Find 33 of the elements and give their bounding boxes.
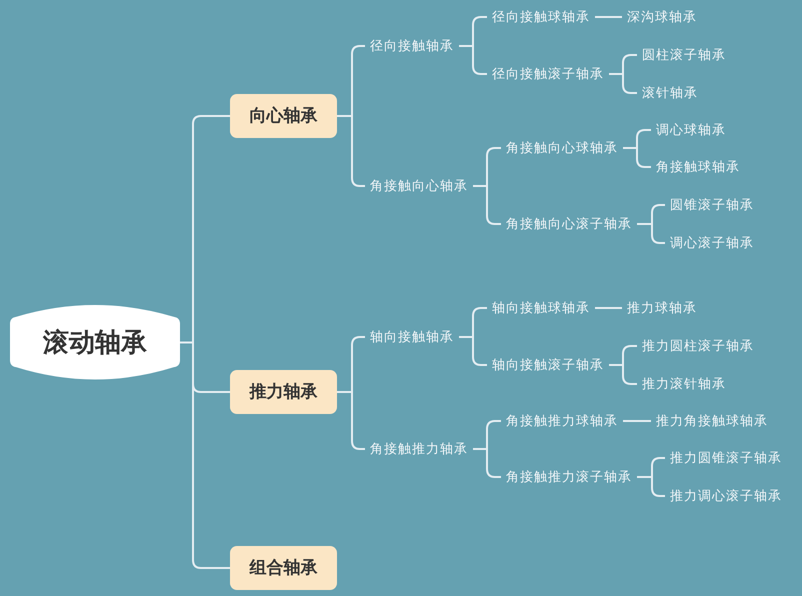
connector-line bbox=[595, 307, 622, 309]
main-topic: 组合轴承 bbox=[230, 546, 337, 590]
subtopic-label: 角接触推力滚子轴承 bbox=[501, 467, 637, 487]
subtopic-label: 推力球轴承 bbox=[622, 298, 702, 318]
subtopic-label: 轴向接触滚子轴承 bbox=[487, 355, 609, 375]
subtopic-label: 径向接触球轴承 bbox=[487, 7, 595, 27]
subtopic-label: 推力角接触球轴承 bbox=[651, 411, 773, 431]
subtopic-label: 圆锥滚子轴承 bbox=[665, 195, 759, 215]
central-topic: 滚动轴承 bbox=[10, 305, 180, 380]
subtopic-label: 角接触向心球轴承 bbox=[501, 138, 623, 158]
subtopic-label: 角接触推力轴承 bbox=[365, 439, 473, 459]
subtopic-label: 轴向接触轴承 bbox=[365, 327, 459, 347]
subtopic-label: 角接触球轴承 bbox=[651, 157, 745, 177]
subtopic-label: 推力滚针轴承 bbox=[637, 374, 731, 394]
subtopic-label: 推力圆柱滚子轴承 bbox=[637, 336, 759, 356]
subtopic-label: 轴向接触球轴承 bbox=[487, 298, 595, 318]
subtopic-label: 滚针轴承 bbox=[637, 83, 703, 103]
main-topic: 向心轴承 bbox=[230, 94, 337, 138]
subtopic-label: 角接触向心滚子轴承 bbox=[501, 214, 637, 234]
subtopic-label: 角接触推力球轴承 bbox=[501, 411, 623, 431]
subtopic-label: 径向接触滚子轴承 bbox=[487, 64, 609, 84]
main-topic: 推力轴承 bbox=[230, 370, 337, 414]
subtopic-label: 径向接触轴承 bbox=[365, 36, 459, 56]
connector-line bbox=[595, 16, 622, 18]
subtopic-label: 推力圆锥滚子轴承 bbox=[665, 448, 787, 468]
subtopic-label: 圆柱滚子轴承 bbox=[637, 45, 731, 65]
subtopic-label: 调心球轴承 bbox=[651, 120, 731, 140]
connector-line bbox=[180, 342, 230, 569]
subtopic-label: 角接触向心轴承 bbox=[365, 176, 473, 196]
subtopic-label: 推力调心滚子轴承 bbox=[665, 486, 787, 506]
subtopic-label: 深沟球轴承 bbox=[622, 7, 702, 27]
connector-line bbox=[623, 420, 651, 422]
subtopic-label: 调心滚子轴承 bbox=[665, 233, 759, 253]
